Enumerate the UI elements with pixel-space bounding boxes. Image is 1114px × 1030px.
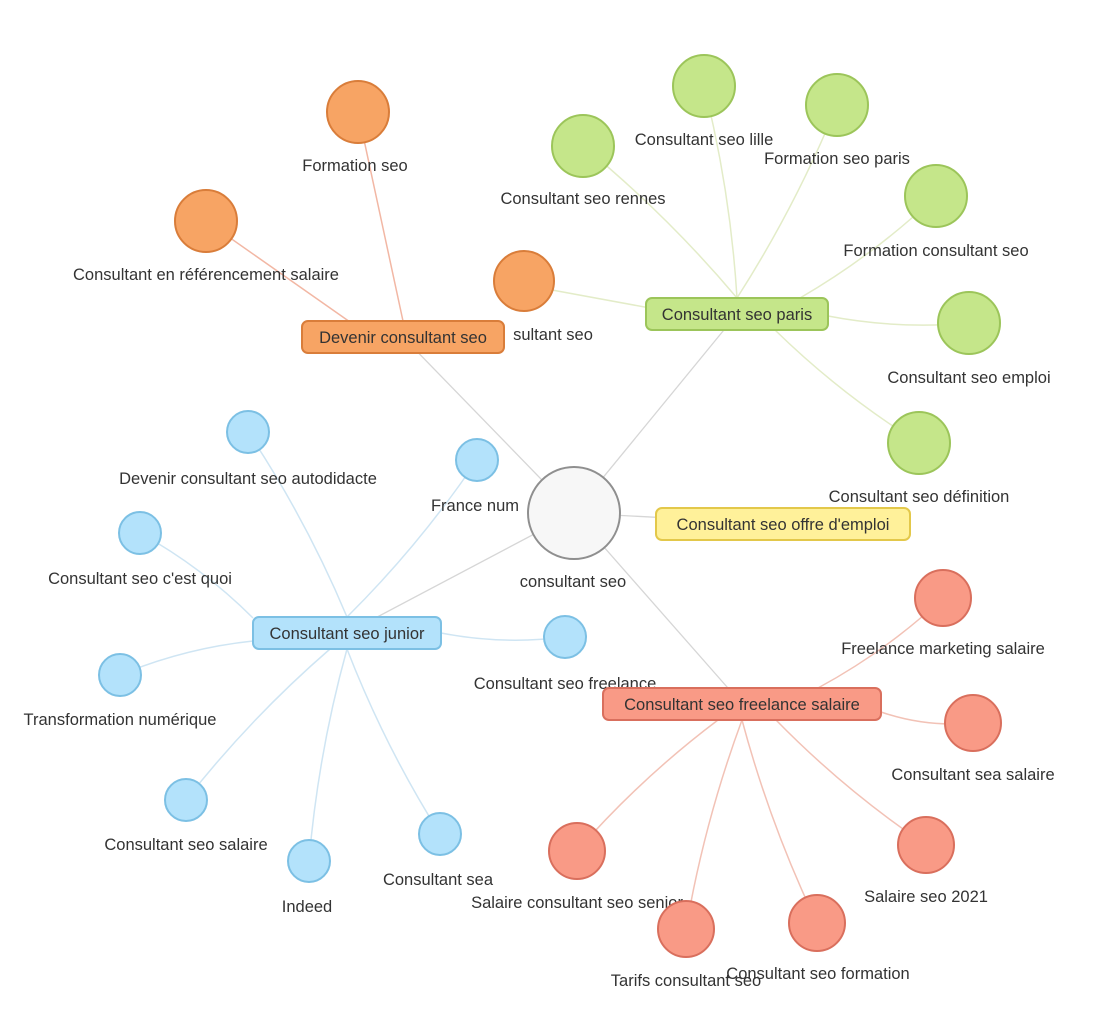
node-salaire-consultant-seo-senior[interactable]: Salaire consultant seo senior (471, 822, 683, 912)
hub-label: Consultant seo junior (269, 625, 425, 643)
node-transformation-numerique[interactable]: Transformation numérique (24, 653, 217, 729)
root-label: consultant seo (520, 573, 626, 591)
node-circle[interactable] (944, 694, 1002, 752)
edge-sultant-seo (551, 289, 651, 309)
node-formation-consultant-seo[interactable]: Formation consultant seo (843, 164, 1029, 260)
node-circle[interactable] (937, 291, 1001, 355)
hub-label: Devenir consultant seo (319, 329, 487, 347)
node-circle[interactable] (657, 900, 715, 958)
hub-label: Consultant seo offre d'emploi (677, 516, 890, 534)
node-sultant-seo[interactable]: sultant seo (493, 250, 593, 344)
node-label: Consultant seo formation (726, 965, 909, 983)
node-devenir-consultant-seo-autodidacte[interactable]: Devenir consultant seo autodidacte (119, 410, 377, 488)
node-label: Devenir consultant seo autodidacte (119, 470, 377, 488)
hub-box[interactable] (602, 687, 882, 721)
node-circle[interactable] (455, 438, 499, 482)
node-indeed[interactable]: Indeed (282, 839, 332, 916)
node-label: Consultant sea (383, 871, 494, 889)
node-circle[interactable] (904, 164, 968, 228)
hub-consultant-seo-paris[interactable]: Consultant seo paris (645, 297, 829, 331)
edge-consultant-seo-rennes (582, 145, 738, 299)
node-circle[interactable] (326, 80, 390, 144)
node-circle[interactable] (788, 894, 846, 952)
node-circle[interactable] (551, 114, 615, 178)
node-consultant-seo-rennes[interactable]: Consultant seo rennes (500, 114, 666, 208)
hub-consultant-seo-junior[interactable]: Consultant seo junior (252, 616, 442, 650)
node-circle[interactable] (493, 250, 555, 312)
node-label: Transformation numérique (24, 711, 217, 729)
node-label: Consultant seo c'est quoi (48, 570, 232, 588)
node-consultant-seo-definition[interactable]: Consultant seo définition (829, 411, 1010, 506)
node-label: Consultant seo emploi (887, 369, 1050, 387)
edge-consultant-sea (346, 648, 441, 835)
node-consultant-seo-c-est-quoi[interactable]: Consultant seo c'est quoi (48, 511, 232, 588)
hub-box[interactable] (301, 320, 505, 354)
node-circle[interactable] (672, 54, 736, 118)
edge-devenir-consultant-seo-autodidacte (247, 431, 348, 618)
root-node[interactable]: consultant seo (520, 466, 626, 591)
node-circle[interactable] (287, 839, 331, 883)
node-salaire-seo-2021[interactable]: Salaire seo 2021 (864, 816, 988, 906)
node-freelance-marketing-salaire[interactable]: Freelance marketing salaire (841, 569, 1045, 658)
node-circle[interactable] (897, 816, 955, 874)
node-label: Consultant seo définition (829, 488, 1010, 506)
hub-label: Consultant seo freelance salaire (624, 696, 860, 714)
node-circle[interactable] (174, 189, 238, 253)
hub-box[interactable] (655, 507, 911, 541)
node-label: Formation seo (302, 157, 407, 175)
node-formation-seo[interactable]: Formation seo (302, 80, 408, 175)
node-label: Consultant seo salaire (104, 836, 267, 854)
edge-indeed (308, 648, 348, 862)
node-consultant-seo-emploi[interactable]: Consultant seo emploi (887, 291, 1051, 387)
node-consultant-seo-lille[interactable]: Consultant seo lille (635, 54, 774, 149)
node-label: Consultant sea salaire (891, 766, 1054, 784)
node-consultant-seo-formation[interactable]: Consultant seo formation (726, 894, 910, 983)
root-circle[interactable] (527, 466, 621, 560)
edge-consultant-seo-salaire (185, 648, 331, 801)
node-circle[interactable] (118, 511, 162, 555)
node-label: Salaire seo 2021 (864, 888, 988, 906)
hub-devenir-consultant-seo[interactable]: Devenir consultant seo (301, 320, 505, 354)
node-label: Indeed (282, 898, 332, 916)
node-label: France num (431, 497, 519, 515)
node-circle[interactable] (914, 569, 972, 627)
node-consultant-en-referencement-salaire[interactable]: Consultant en référencement salaire (73, 189, 339, 284)
node-label: Tarifs consultant seo (611, 972, 761, 990)
edge-formation-seo (357, 111, 404, 322)
node-label: Consultant seo lille (635, 131, 774, 149)
node-label: Consultant en référencement salaire (73, 266, 339, 284)
node-circle[interactable] (543, 615, 587, 659)
node-label: Consultant seo rennes (500, 190, 665, 208)
hub-box[interactable] (252, 616, 442, 650)
node-consultant-seo-salaire[interactable]: Consultant seo salaire (104, 778, 268, 854)
node-label: Freelance marketing salaire (841, 640, 1045, 658)
node-tarifs-consultant-seo[interactable]: Tarifs consultant seo (611, 900, 761, 990)
node-france-num[interactable]: France num (431, 438, 519, 515)
node-circle[interactable] (887, 411, 951, 475)
node-circle[interactable] (226, 410, 270, 454)
node-consultant-sea[interactable]: Consultant sea (383, 812, 494, 889)
node-consultant-sea-salaire[interactable]: Consultant sea salaire (891, 694, 1055, 784)
node-label: Salaire consultant seo senior (471, 894, 683, 912)
hub-label: Consultant seo paris (662, 306, 812, 324)
hub-consultant-seo-freelance-salaire[interactable]: Consultant seo freelance salaire (602, 687, 882, 721)
node-circle[interactable] (418, 812, 462, 856)
edge-france-num (346, 459, 478, 618)
hub-box[interactable] (645, 297, 829, 331)
node-label: Formation consultant seo (843, 242, 1028, 260)
hub-consultant-seo-offre-d-emploi[interactable]: Consultant seo offre d'emploi (655, 507, 911, 541)
node-formation-seo-paris[interactable]: Formation seo paris (764, 73, 910, 168)
node-circle[interactable] (98, 653, 142, 697)
node-circle[interactable] (548, 822, 606, 880)
node-label: Formation seo paris (764, 150, 910, 168)
node-label: sultant seo (513, 326, 593, 344)
edge-tarifs-consultant-seo (685, 719, 743, 930)
edge-consultant-seo-formation (741, 719, 818, 924)
node-circle[interactable] (805, 73, 869, 137)
node-circle[interactable] (164, 778, 208, 822)
node-consultant-seo-freelance[interactable]: Consultant seo freelance (474, 615, 657, 693)
